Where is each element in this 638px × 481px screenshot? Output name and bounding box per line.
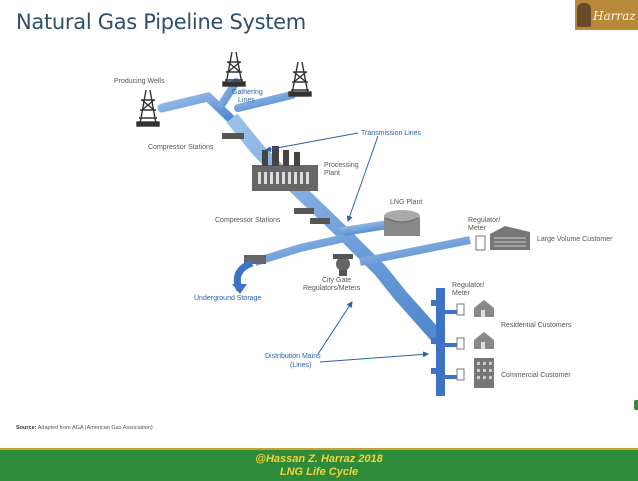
- label-compressor-stations-1: Compressor Stations: [148, 144, 214, 151]
- label-regulator-meter-2b: Meter: [452, 290, 471, 297]
- source-text: Adapted from AGA (American Gas Associati…: [37, 425, 153, 431]
- label-regulator-meter-1a: Regulator/: [468, 217, 500, 224]
- compressor-station-1: [222, 133, 244, 139]
- footer-subtitle: LNG Life Cycle: [279, 466, 359, 478]
- well-tower-left: [136, 89, 160, 127]
- label-processing-plant-2: Plant: [324, 170, 340, 177]
- well-tower-center: [222, 51, 246, 87]
- label-distribution-mains-2: (Lines): [290, 362, 311, 369]
- label-compressor-stations-2: Compressor Stations: [215, 217, 281, 224]
- label-processing-plant-1: Processing: [324, 162, 359, 169]
- label-city-gate-1: City Gate: [322, 277, 351, 284]
- label-large-volume-customer: Large Volume Customer: [537, 236, 613, 243]
- footer-author: @Hassan Z. Harraz 2018: [255, 453, 383, 465]
- well-tower-right: [288, 61, 312, 97]
- label-producing-wells: Producing Wells: [114, 78, 165, 85]
- callout-arrows: [265, 132, 429, 363]
- label-distribution-mains-1: Distribution Mains: [265, 353, 321, 360]
- residential-house-1: [456, 300, 494, 317]
- distribution-main: [431, 288, 457, 396]
- commercial-building: [456, 358, 494, 388]
- author-photo: [577, 3, 591, 27]
- logo-text: Harraz: [593, 9, 636, 23]
- label-transmission-lines: Transmission Lines: [361, 130, 422, 137]
- label-gathering-lines-1: Gathering: [232, 89, 263, 96]
- source-prefix: Source:: [16, 425, 37, 431]
- source-note: Source: Adapted from AGA (American Gas A…: [16, 425, 153, 431]
- label-residential-customers: Residential Customers: [501, 322, 572, 329]
- label-underground-storage: Underground Storage: [194, 295, 261, 302]
- label-commercial-customer: Commercial Customer: [501, 372, 571, 379]
- label-gathering-lines-2: Lines: [238, 97, 255, 104]
- city-gate-icon: [333, 254, 353, 276]
- slide-title: Natural Gas Pipeline System: [16, 10, 306, 34]
- compressor-station-3: [310, 218, 330, 224]
- residential-house-2: [456, 332, 494, 350]
- gathering-lines: [157, 78, 296, 125]
- large-volume-customer-building: [475, 226, 530, 251]
- underground-storage-icon: [232, 255, 266, 294]
- edge-marker: [634, 400, 638, 410]
- transmission-pipeline: [226, 113, 471, 345]
- compressor-station-2: [294, 208, 314, 214]
- label-lng-plant: LNG Plant: [390, 199, 422, 206]
- label-regulator-meter-2a: Regulator/: [452, 282, 484, 289]
- harraz-logo: Harraz: [575, 0, 638, 30]
- label-regulator-meter-1b: Meter: [468, 225, 487, 232]
- footer-bar: @Hassan Z. Harraz 2018 LNG Life Cycle: [0, 448, 638, 481]
- processing-plant-icon: [252, 146, 318, 191]
- label-city-gate-2: Regulators/Meters: [303, 285, 361, 292]
- lng-plant-icon: [384, 210, 420, 236]
